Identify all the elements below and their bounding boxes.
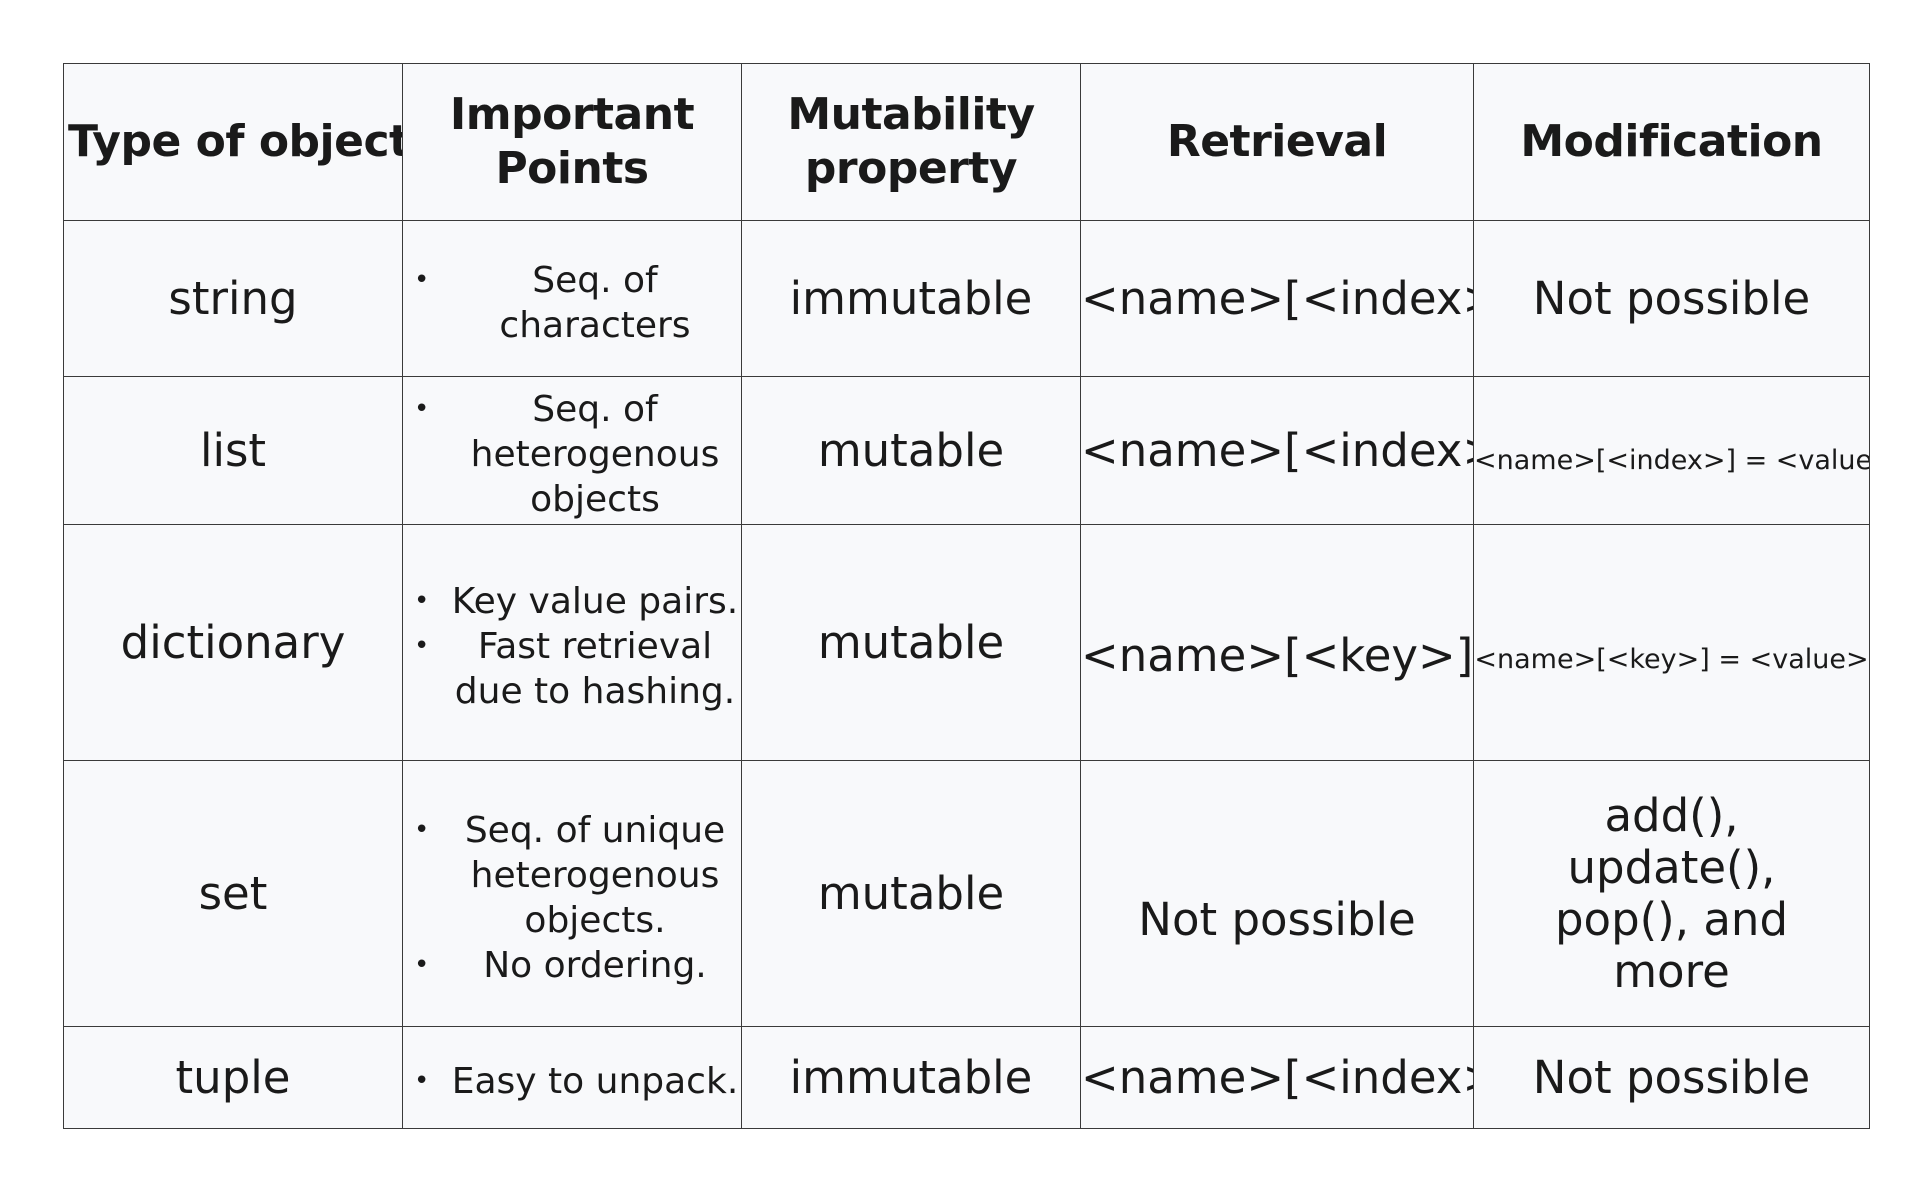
header-type-of-object: Type of object bbox=[63, 63, 403, 221]
table-row-string: string •Seq. of characters immutable <na… bbox=[63, 220, 1870, 377]
python-object-types-table: Type of object Important Points Mutabili… bbox=[63, 63, 1870, 1129]
cell-modification: <name>[<key>] = <value> bbox=[1473, 524, 1870, 761]
bullet-icon: • bbox=[414, 586, 430, 616]
cell-points: •Seq. of characters bbox=[402, 220, 742, 377]
header-modification: Modification bbox=[1473, 63, 1870, 221]
cell-modification: <name>[<index>] = <value> bbox=[1473, 376, 1870, 525]
table-row-set: set •Seq. of unique heterogenous objects… bbox=[63, 760, 1870, 1027]
cell-points: •Easy to unpack. bbox=[402, 1026, 742, 1129]
cell-type: string bbox=[63, 220, 403, 377]
bullet-icon: • bbox=[414, 814, 430, 845]
cell-mutability: mutable bbox=[741, 760, 1081, 1027]
bullet-icon: • bbox=[414, 264, 430, 295]
table-row-list: list •Seq. of heterogenous objects mutab… bbox=[63, 376, 1870, 525]
cell-modification: add(), update(), pop(), and more bbox=[1473, 760, 1870, 1027]
table-row-dictionary: dictionary •Key value pairs. •Fast retri… bbox=[63, 524, 1870, 761]
header-mutability-property: Mutability property bbox=[741, 63, 1081, 221]
bullet-icon: • bbox=[414, 1066, 430, 1096]
header-important-points: Important Points bbox=[402, 63, 742, 221]
list-item: •Seq. of heterogenous objects bbox=[414, 389, 720, 520]
header-retrieval: Retrieval bbox=[1080, 63, 1474, 221]
cell-mutability: immutable bbox=[741, 220, 1081, 377]
cell-mutability: mutable bbox=[741, 376, 1081, 525]
cell-retrieval: <name>[<index>] bbox=[1080, 376, 1474, 525]
list-item: •No ordering. bbox=[414, 944, 707, 986]
table-row-tuple: tuple •Easy to unpack. immutable <name>[… bbox=[63, 1026, 1870, 1129]
cell-retrieval: <name>[<key>] bbox=[1080, 524, 1474, 761]
cell-mutability: mutable bbox=[741, 524, 1081, 761]
list-item: •Fast retrieval due to hashing. bbox=[414, 626, 736, 712]
list-item: •Key value pairs. bbox=[414, 581, 739, 622]
cell-modification: Not possible bbox=[1473, 1026, 1870, 1129]
bullet-icon: • bbox=[414, 631, 430, 661]
list-item: •Seq. of characters bbox=[414, 259, 691, 346]
cell-type: dictionary bbox=[63, 524, 403, 761]
cell-points: •Key value pairs. •Fast retrieval due to… bbox=[402, 524, 742, 761]
cell-points: •Seq. of heterogenous objects bbox=[402, 376, 742, 525]
bullet-icon: • bbox=[414, 394, 430, 424]
cell-points: •Seq. of unique heterogenous objects. •N… bbox=[402, 760, 742, 1027]
bullet-icon: • bbox=[414, 949, 430, 980]
cell-retrieval: <name>[<index>] bbox=[1080, 1026, 1474, 1129]
cell-retrieval: Not possible bbox=[1080, 760, 1474, 1027]
cell-retrieval: <name>[<index>] bbox=[1080, 220, 1474, 377]
cell-modification: Not possible bbox=[1473, 220, 1870, 377]
cell-type: tuple bbox=[63, 1026, 403, 1129]
cell-mutability: immutable bbox=[741, 1026, 1081, 1129]
cell-type: list bbox=[63, 376, 403, 525]
cell-type: set bbox=[63, 760, 403, 1027]
list-item: •Seq. of unique heterogenous objects. bbox=[414, 809, 726, 941]
list-item: •Easy to unpack. bbox=[414, 1061, 739, 1102]
header-row: Type of object Important Points Mutabili… bbox=[63, 63, 1870, 221]
